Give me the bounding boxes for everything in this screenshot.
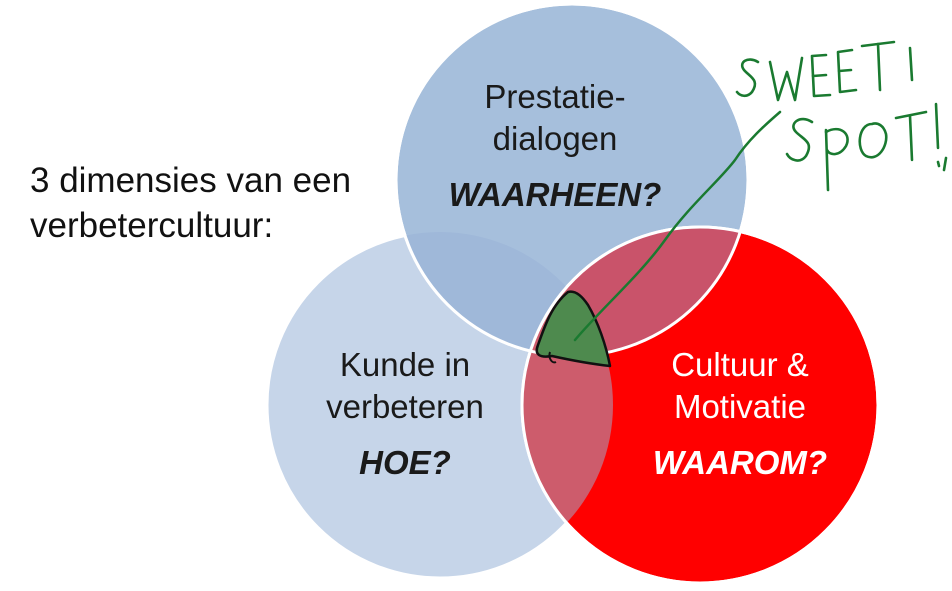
label-cultuur: Cultuur & Motivatie WAAROM? [620, 344, 860, 484]
label-prestatie: Prestatie- dialogen WAARHEEN? [420, 76, 690, 216]
kunde-line-2: verbeteren [326, 388, 484, 425]
kunde-line-1: Kunde in [339, 346, 471, 383]
sweet-spot-scribble [548, 351, 557, 364]
overlap-top-right [522, 227, 748, 356]
prestatie-line-2: dialogen [492, 120, 618, 157]
intro-text: 3 dimensies van een verbetercultuur: [30, 158, 351, 248]
sweet-spot-handwriting [735, 40, 948, 192]
cultuur-line-2: Motivatie [673, 388, 807, 425]
overlap-top-left [396, 232, 613, 356]
intro-line-1: 3 dimensies van een [30, 161, 352, 200]
kunde-question: HOE? [359, 444, 451, 481]
pointer-line [573, 110, 782, 342]
sweet-spot-marker [535, 290, 612, 368]
circle-right-outline [520, 225, 880, 585]
cultuur-question: WAAROM? [652, 444, 828, 481]
cultuur-line-1: Cultuur & [671, 346, 809, 383]
prestatie-line-1: Prestatie- [484, 78, 626, 115]
label-kunde: Kunde in verbeteren HOE? [285, 344, 525, 484]
intro-line-2: verbetercultuur: [30, 206, 274, 245]
prestatie-question: WAARHEEN? [448, 176, 662, 213]
